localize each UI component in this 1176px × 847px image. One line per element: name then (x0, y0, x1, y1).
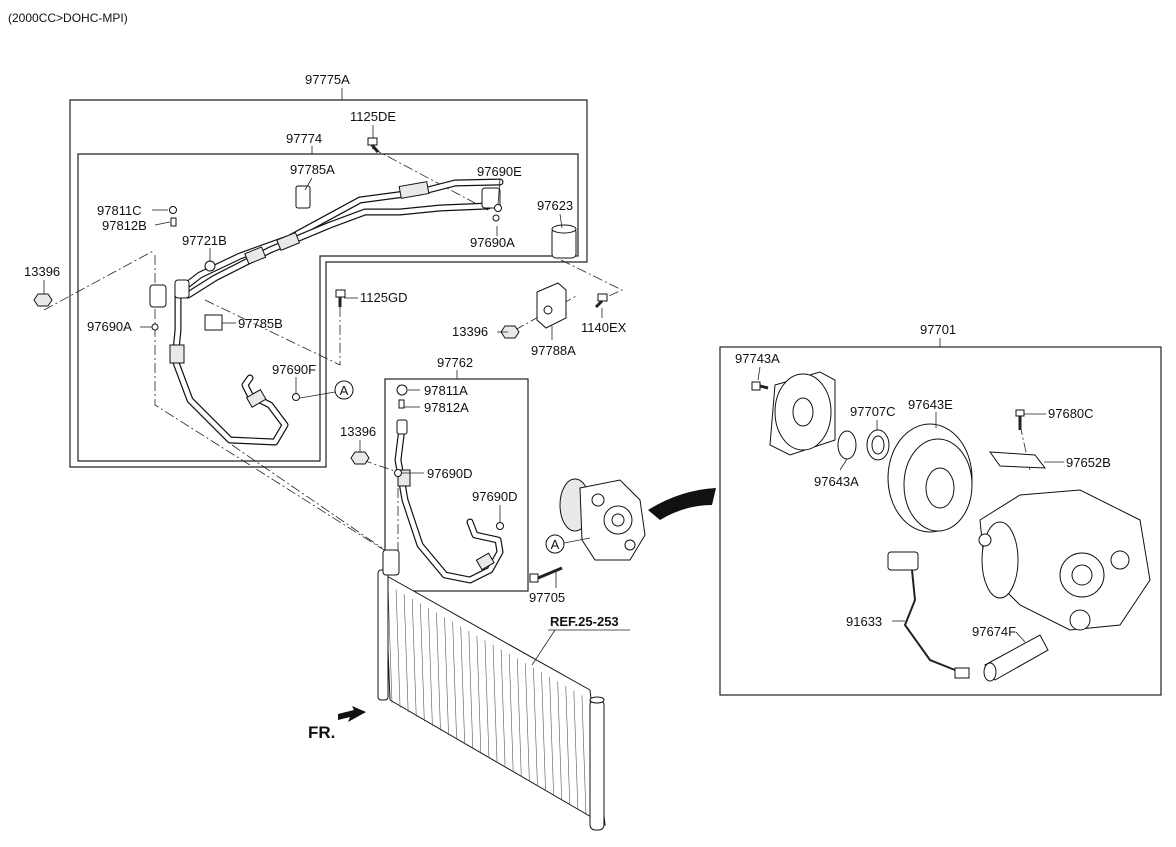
condenser-fin (460, 626, 466, 745)
condenser-fin (444, 617, 449, 736)
label-1140EX: 1140EX (581, 320, 627, 335)
ref-leader (531, 629, 630, 666)
front-arrow-icon (338, 706, 366, 722)
label-97690D-b: 97690D (472, 489, 518, 504)
condenser-fin (573, 690, 579, 809)
condenser-fin (557, 681, 562, 800)
bolt-icon-1140EX (594, 293, 608, 309)
condenser-fin (468, 630, 474, 750)
label-leaders (43, 125, 1064, 643)
condenser-fin (387, 584, 393, 704)
label-97643A: 97643A (814, 474, 859, 489)
condenser-fin (484, 640, 490, 759)
label-97743A: 97743A (735, 351, 780, 366)
label-fr: FR. (308, 723, 335, 742)
condenser-fin (428, 607, 433, 727)
callout-marker-icon-a1: A (299, 380, 354, 400)
condenser (377, 549, 606, 831)
condenser-fin (549, 676, 554, 796)
condenser-fin (525, 663, 530, 782)
condenser-fin (508, 653, 514, 773)
bolt-icon-97705 (529, 566, 563, 583)
bolt-icon-1125DE (367, 137, 380, 153)
condenser-fin (395, 589, 401, 708)
bolt-icon-1125GD (335, 289, 346, 307)
label-97762: 97762 (437, 355, 473, 370)
label-97707C: 97707C (850, 404, 896, 419)
label-1125GD: 1125GD (360, 290, 407, 305)
label-97690E: 97690E (477, 164, 522, 179)
callout-marker-icon-a2: A (545, 534, 591, 554)
group-box-97775A (69, 88, 588, 468)
hose-assembly-97774 (149, 178, 504, 446)
label-97785A: 97785A (290, 162, 335, 177)
label-97812B: 97812B (102, 218, 147, 233)
label-13396-low: 13396 (340, 424, 376, 439)
label-97674F: 97674F (972, 624, 1016, 639)
label-91633: 91633 (846, 614, 882, 629)
o-ring-icons (151, 204, 504, 530)
nut-icon-13396-left (33, 293, 53, 307)
label-13396-left: 13396 (24, 264, 60, 279)
label-97775A: 97775A (305, 72, 350, 87)
label-97788A: 97788A (531, 343, 576, 358)
condenser-fin (565, 686, 571, 805)
condenser-fin (403, 594, 409, 713)
condenser-fin (533, 667, 538, 786)
label-13396-mid: 13396 (452, 324, 488, 339)
label-97811A: 97811A (424, 383, 468, 398)
group-box-97762 (384, 370, 529, 592)
label-ref: REF.25-253 (550, 614, 619, 629)
nut-icon-13396-low (350, 451, 370, 465)
condenser-fin (420, 603, 425, 722)
label-97774: 97774 (286, 131, 322, 146)
condenser-fin (492, 644, 498, 763)
marker-a2-text: A (551, 537, 560, 552)
compressor-detail (751, 371, 1151, 682)
label-97623: 97623 (537, 198, 573, 213)
compressor-small-view (559, 478, 716, 561)
block-97788A (536, 282, 567, 329)
label-97690A-left: 97690A (87, 319, 132, 334)
engine-spec-label: (2000CC>DOHC-MPI) (8, 11, 128, 25)
group-box-97774 (77, 146, 579, 462)
condenser-fin (516, 658, 522, 777)
label-97643E: 97643E (908, 397, 953, 412)
marker-a1-text: A (340, 383, 349, 398)
condenser-fin (476, 635, 482, 754)
label-97811C: 97811C (97, 203, 142, 218)
label-1125DE: 1125DE (350, 109, 396, 124)
label-97812A: 97812A (424, 400, 469, 415)
part-labels: 97775A 1125DE 97774 97785A 97690E 97623 … (24, 72, 1111, 742)
receiver-drier-97623 (551, 224, 577, 259)
label-97705: 97705 (529, 590, 565, 605)
condenser-fin (581, 695, 587, 814)
label-97690A-top: 97690A (470, 235, 515, 250)
label-97701: 97701 (920, 322, 956, 337)
page-header: (2000CC>DOHC-MPI) (8, 11, 128, 25)
label-97721B: 97721B (182, 233, 227, 248)
condenser-fin (436, 612, 441, 731)
condenser-fin (452, 621, 457, 740)
label-97690D-a: 97690D (427, 466, 473, 481)
label-97785B: 97785B (238, 316, 283, 331)
condenser-fin (541, 672, 546, 791)
condenser-fin (411, 598, 417, 717)
group-box-97701 (719, 338, 1162, 696)
label-97680C: 97680C (1048, 406, 1094, 421)
label-97690F: 97690F (272, 362, 316, 377)
condenser-fin (500, 649, 506, 768)
label-97652B: 97652B (1066, 455, 1111, 470)
